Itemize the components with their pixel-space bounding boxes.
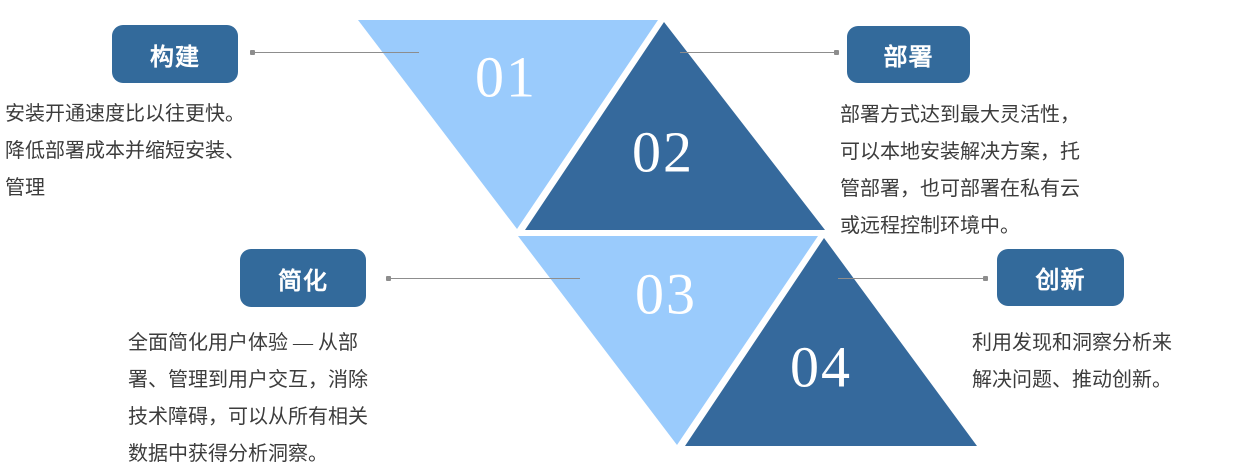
- pill-label-innovate[interactable]: 创新: [997, 249, 1124, 306]
- triangle-04-shape[interactable]: [685, 238, 977, 446]
- triangle-04-number: 04: [790, 334, 852, 399]
- connector-line-02: [680, 52, 835, 53]
- description-innovate: 利用发现和洞察分析来 解决问题、推动创新。: [972, 332, 1172, 391]
- description-simplify: 全面简化用户体验 — 从部 署、管理到用户交互，消除 技术障碍，可以从所有相关 …: [128, 332, 368, 465]
- connector-dot-02: [834, 50, 839, 55]
- pill-label-build[interactable]: 构建: [112, 25, 238, 83]
- connector-line-01: [253, 52, 419, 53]
- triangle-03-number: 03: [635, 261, 697, 326]
- connector-line-03: [389, 278, 580, 279]
- triangle-02-number: 02: [632, 119, 694, 184]
- description-deploy: 部署方式达到最大灵活性， 可以本地安装解决方案，托 管部署，也可部署在私有云 或…: [840, 104, 1080, 237]
- triangle-03-shape[interactable]: [518, 236, 818, 445]
- pill-label-deploy[interactable]: 部署: [847, 26, 970, 83]
- connector-dot-03: [386, 276, 391, 281]
- connector-dot-01: [250, 50, 255, 55]
- connector-line-04: [838, 278, 984, 279]
- connector-dot-04: [983, 276, 988, 281]
- triangle-01-number: 01: [475, 44, 537, 109]
- pill-label-simplify[interactable]: 简化: [240, 249, 366, 307]
- description-build: 安装开通速度比以往更快。 降低部署成本并缩短安装、 管理: [5, 103, 245, 199]
- triangle-01-shape[interactable]: [358, 20, 658, 229]
- triangle-02-shape[interactable]: [525, 22, 825, 230]
